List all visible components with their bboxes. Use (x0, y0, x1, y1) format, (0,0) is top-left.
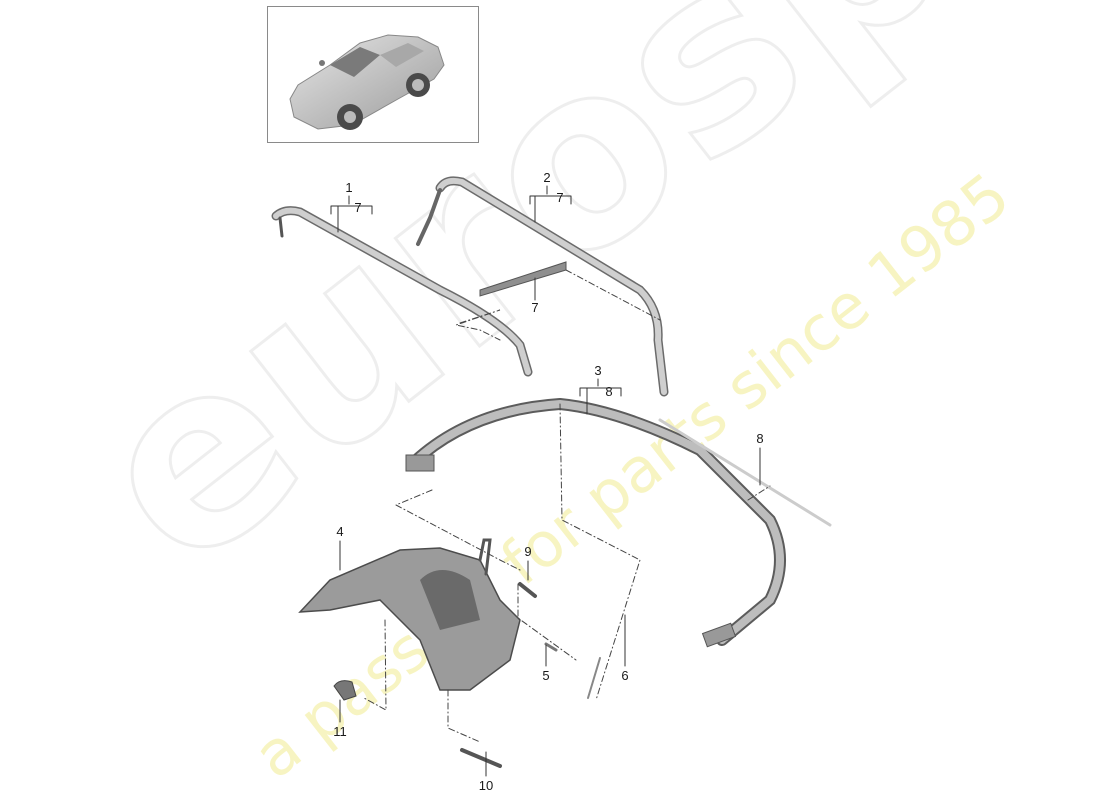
callout-1-sub-7[interactable]: 7 (354, 200, 362, 215)
callout-3-sub-8[interactable]: 8 (605, 384, 613, 399)
part-2-roof-bow[interactable] (416, 176, 669, 397)
callout-10[interactable]: 10 (478, 778, 494, 793)
car-icon (289, 34, 445, 130)
part-6-pin[interactable] (587, 657, 601, 699)
part-8-rod[interactable] (658, 418, 832, 527)
callout-8[interactable]: 8 (756, 431, 764, 446)
part-4-mechanism[interactable] (298, 538, 521, 691)
callout-7[interactable]: 7 (531, 300, 539, 315)
callout-3[interactable]: 3 (594, 363, 602, 378)
part-5-screw[interactable] (544, 642, 558, 652)
callout-5[interactable]: 5 (542, 668, 550, 683)
part-3-frame[interactable] (405, 397, 786, 648)
callout-2[interactable]: 2 (543, 170, 551, 185)
callout-4[interactable]: 4 (336, 524, 344, 539)
part-11-clip[interactable] (333, 680, 357, 701)
callout-11[interactable]: 11 (333, 724, 347, 739)
callout-1[interactable]: 1 (345, 180, 353, 195)
part-10-bolt[interactable] (460, 748, 502, 768)
part-9-bolt[interactable] (518, 582, 537, 598)
car-thumbnail[interactable] (267, 6, 479, 143)
part-7-seal-strip[interactable] (479, 261, 567, 297)
callout-2-sub-7[interactable]: 7 (556, 190, 564, 205)
callout-6[interactable]: 6 (621, 668, 629, 683)
part-1-roof-bow[interactable] (271, 206, 533, 377)
callout-9[interactable]: 9 (524, 544, 532, 559)
